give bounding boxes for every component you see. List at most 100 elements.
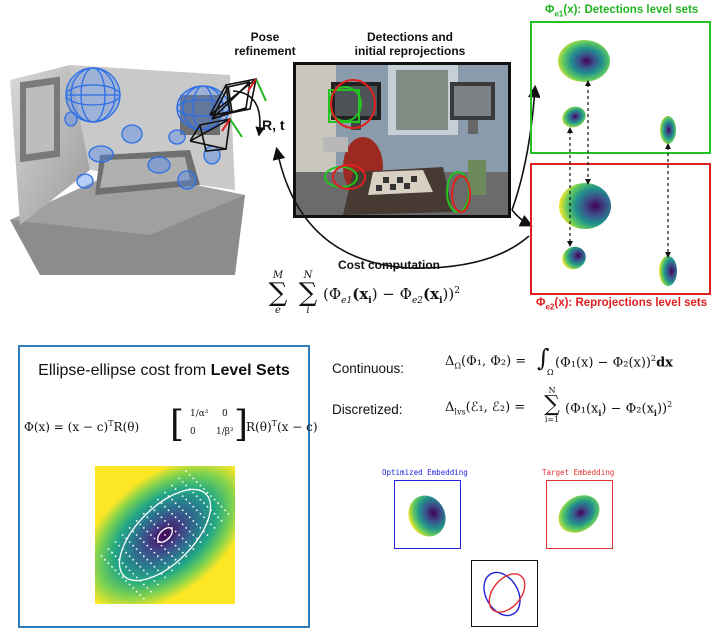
sample-point: [220, 520, 223, 522]
rt-label: R, t: [262, 117, 285, 133]
sample-point: [181, 509, 184, 512]
sample-point: [142, 541, 145, 543]
target-embedding-box: [546, 480, 613, 549]
sample-point: [160, 516, 163, 519]
camera-pose-icons: [190, 77, 267, 152]
sample-point: [160, 530, 163, 533]
sample-point: [157, 583, 159, 586]
sample-point: [142, 569, 145, 572]
sample-point: [139, 594, 142, 596]
sample-point: [132, 587, 135, 589]
sample-point: [174, 516, 177, 519]
level-set-formula: Φ(x) = (x − c)TR(θ) [ 1/α² 0 0 1/β² ] R(…: [24, 404, 318, 445]
ellipsoid-group: [64, 67, 230, 190]
sample-point: [107, 548, 110, 550]
sample-point: [185, 541, 188, 543]
sample-point: [181, 481, 184, 483]
sample-point: [224, 509, 227, 512]
sample-point: [206, 491, 209, 494]
sample-point: [181, 523, 184, 526]
sample-point: [220, 505, 223, 508]
sample-point: [199, 484, 202, 487]
sample-point: [135, 590, 138, 593]
sample-point: [157, 527, 159, 529]
sample-point: [192, 491, 195, 494]
sample-point: [146, 530, 149, 533]
sample-point: [139, 523, 142, 526]
sample-point: [114, 541, 117, 543]
sample-point: [203, 516, 205, 519]
sample-point: [174, 502, 177, 505]
sample-point: [142, 583, 145, 586]
sample-point: [210, 509, 212, 512]
sample-point: [174, 488, 177, 490]
sample-point: [164, 548, 166, 550]
optimized-embedding-label: Optimized Embedding: [382, 468, 468, 477]
continuous-label: Continuous:: [332, 361, 405, 376]
sample-point: [167, 551, 170, 554]
level-sets-box: [18, 345, 310, 628]
sample-point: [150, 548, 152, 550]
sample-point: [185, 470, 188, 473]
cost-formula: M ∑ e N ∑ i (Φe1(xi) − Φe2(xi))2: [268, 270, 460, 316]
flow-arrows: [272, 84, 540, 269]
sample-point: [139, 580, 142, 582]
sample-point: [178, 534, 180, 536]
sample-point: [203, 530, 205, 533]
sample-point: [171, 569, 173, 572]
sample-point: [192, 520, 195, 522]
sample-point: [192, 548, 195, 550]
sample-point: [135, 520, 138, 522]
detection-ellipse-2: [562, 106, 586, 128]
sample-point: [153, 551, 156, 554]
detections-photo: [293, 62, 511, 218]
sample-point: [160, 544, 163, 547]
sample-point: [227, 512, 230, 515]
sample-point: [104, 558, 106, 561]
sample-point: [188, 474, 191, 476]
sample-point: [188, 530, 191, 533]
sample-point: [171, 541, 173, 543]
sample-point: [199, 498, 202, 501]
sample-point: [203, 502, 205, 505]
sample-point: [213, 512, 216, 515]
sample-point: [206, 534, 209, 536]
sample-point: [213, 498, 216, 501]
sample-point: [185, 498, 188, 501]
detection-ellipse-3: [660, 116, 676, 144]
sample-point: [146, 573, 149, 575]
sample-point: [174, 544, 177, 547]
level-set-ellipses: [558, 40, 677, 286]
sample-point: [160, 502, 163, 505]
sample-point: [178, 477, 180, 480]
sample-point: [192, 534, 195, 536]
sample-point: [125, 565, 127, 568]
target-embedding-label: Target Embedding: [542, 468, 615, 477]
sample-point: [118, 573, 120, 575]
sample-point: [107, 562, 110, 565]
level-set-heatmap: [95, 466, 235, 604]
sample-point: [199, 527, 202, 529]
sample-point: [210, 495, 212, 497]
sample-point: [195, 523, 198, 526]
sample-point: [153, 565, 156, 568]
sample-point: [128, 569, 131, 572]
continuous-formula: ΔΩ(Φ₁, Φ₂) = ∫ Ω (Φ₁(x) − Φ₂(x))2dx: [445, 344, 673, 377]
sample-point: [185, 527, 188, 529]
sample-point: [164, 576, 166, 579]
sample-point: [121, 576, 124, 579]
sample-point: [135, 548, 138, 550]
detections-title: Detections and initial reprojections: [354, 30, 466, 58]
sample-point: [153, 523, 156, 526]
sample-point: [121, 534, 124, 536]
sample-point: [150, 520, 152, 522]
sample-point: [132, 573, 135, 575]
sample-point: [185, 484, 188, 487]
sample-point: [121, 548, 124, 550]
sample-point: [132, 558, 135, 561]
sample-point: [135, 576, 138, 579]
sample-point: [153, 509, 156, 512]
sample-point: [135, 534, 138, 536]
sample-point: [132, 544, 135, 547]
sample-point: [192, 477, 195, 480]
